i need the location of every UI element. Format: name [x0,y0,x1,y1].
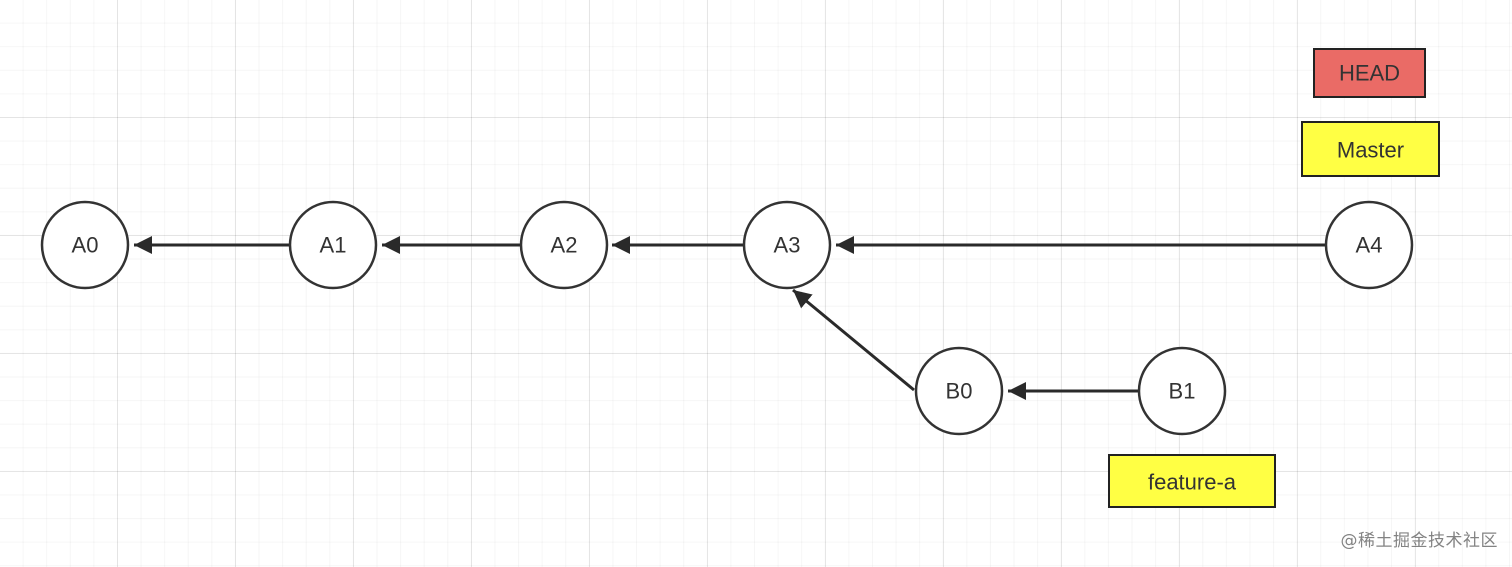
commit-a2-label: A2 [551,233,578,258]
feature-a-label: feature-a [1108,454,1276,508]
commit-b1-label: B1 [1169,379,1196,404]
commit-a0: A0 [40,200,130,290]
feature-a-label-text: feature-a [1148,470,1237,495]
head-label-box [1313,48,1426,98]
commit-b1-circle [1137,346,1227,436]
commit-a4-label: A4 [1356,233,1383,258]
commit-a0-label: A0 [72,233,99,258]
head-label: HEAD [1313,48,1426,98]
commit-a3-label: A3 [774,233,801,258]
commit-b0-label: B0 [946,379,973,404]
commit-b1: B1 [1137,346,1227,436]
commit-a1-label: A1 [320,233,347,258]
commit-a1: A1 [288,200,378,290]
feature-a-label-box [1108,454,1276,508]
head-label-text: HEAD [1339,61,1400,86]
master-label: Master [1301,121,1440,177]
commit-a3-circle [742,200,832,290]
master-label-box [1301,121,1440,177]
commit-a0-circle [40,200,130,290]
master-label-text: Master [1337,138,1404,163]
commit-a4-circle [1324,200,1414,290]
edge-b0-a3 [792,288,915,392]
commit-a4: A4 [1324,200,1414,290]
watermark: @稀土掘金技术社区 [1340,531,1498,551]
commit-b0-circle [914,346,1004,436]
commit-a2-circle [519,200,609,290]
commit-a1-circle [288,200,378,290]
commit-b0: B0 [914,346,1004,436]
edges [134,236,1326,400]
commit-a3: A3 [742,200,832,290]
commit-a2: A2 [519,200,609,290]
